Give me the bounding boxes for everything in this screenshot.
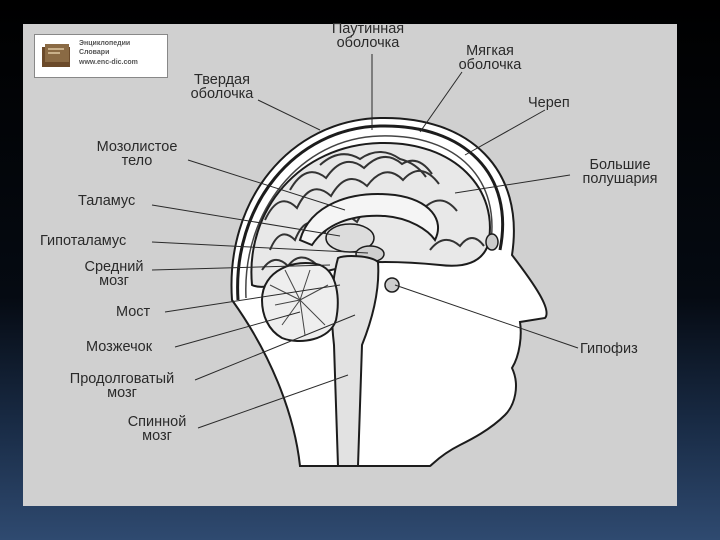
label-arachnoid-line2: оболочка xyxy=(318,36,418,50)
label-arachnoid-line1: Паутинная xyxy=(318,22,418,36)
label-dura-line2: оболочка xyxy=(172,87,272,101)
label-hemispheres-line2: полушария xyxy=(570,172,670,186)
label-thalamus: Таламус xyxy=(78,194,135,208)
label-spinal-cord-line1: Спинной xyxy=(112,415,202,429)
label-arachnoid: Паутинная оболочка xyxy=(318,22,418,50)
label-hemispheres: Большие полушария xyxy=(570,158,670,186)
label-corpus-callosum: Мозолистое тело xyxy=(72,140,202,168)
book-icon xyxy=(39,39,73,73)
logo-url: www.enc-dic.com xyxy=(79,59,138,67)
label-dura-mater: Твердая оболочка xyxy=(172,73,272,101)
label-pituitary: Гипофиз xyxy=(580,342,638,356)
label-pia-line2: оболочка xyxy=(440,58,540,72)
label-spinal-cord-line2: мозг xyxy=(112,429,202,443)
label-corpus-callosum-line2: тело xyxy=(72,154,202,168)
label-pons: Мост xyxy=(116,305,150,319)
label-medulla-line2: мозг xyxy=(50,386,194,400)
label-cerebellum: Мозжечок xyxy=(86,340,152,354)
logo-text-line1: Энциклопедии xyxy=(79,40,130,48)
label-medulla-line1: Продолговатый xyxy=(50,372,194,386)
encyclopedia-logo: Энциклопедии Словари www.enc-dic.com xyxy=(34,34,168,78)
label-midbrain: Средний мозг xyxy=(68,260,160,288)
label-spinal-cord: Спинной мозг xyxy=(112,415,202,443)
label-hypothalamus: Гипоталамус xyxy=(40,234,126,248)
label-hemispheres-line1: Большие xyxy=(570,158,670,172)
label-pia-line1: Мягкая xyxy=(440,44,540,58)
label-midbrain-line2: мозг xyxy=(68,274,160,288)
label-medulla: Продолговатый мозг xyxy=(50,372,194,400)
label-skull: Череп xyxy=(528,96,570,110)
eye-socket xyxy=(486,234,498,250)
pituitary-shape xyxy=(385,278,399,292)
label-dura-line1: Твердая xyxy=(172,73,272,87)
label-pia-mater: Мягкая оболочка xyxy=(440,44,540,72)
label-corpus-callosum-line1: Мозолистое xyxy=(72,140,202,154)
label-midbrain-line1: Средний xyxy=(68,260,160,274)
logo-text-line2: Словари xyxy=(79,49,109,57)
